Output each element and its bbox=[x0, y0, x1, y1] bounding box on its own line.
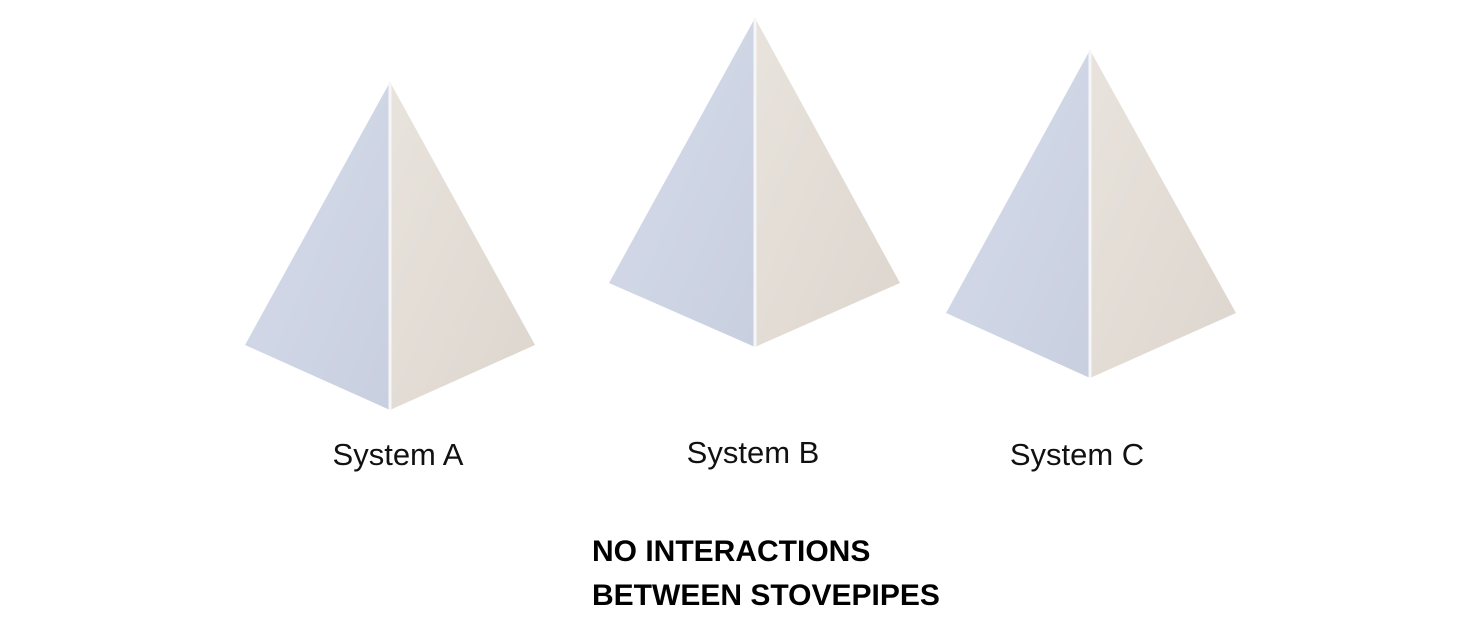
caption-line-2: BETWEEN STOVEPIPES bbox=[592, 579, 940, 612]
system-a-label: System A bbox=[332, 437, 464, 472]
system-b-label: System B bbox=[686, 435, 820, 470]
caption-line-1: NO INTERACTIONS bbox=[592, 535, 871, 568]
system-c-label: System C bbox=[1009, 437, 1145, 472]
pyramid-system-c bbox=[946, 50, 1236, 378]
pyramid-system-b bbox=[609, 18, 900, 347]
pyramid-system-a bbox=[245, 82, 535, 410]
caption: NO INTERACTIONS BETWEEN STOVEPIPES bbox=[592, 530, 940, 618]
